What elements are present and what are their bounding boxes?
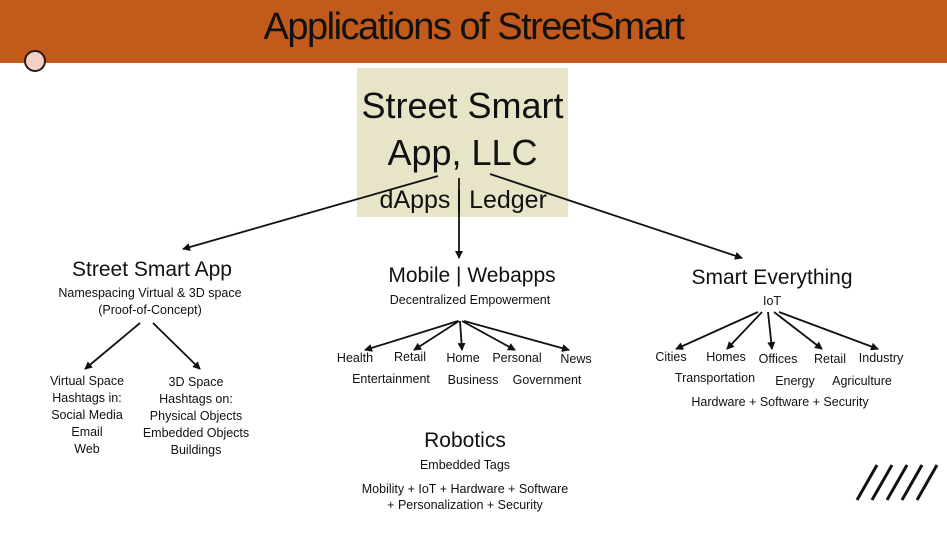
virtual-item: Email [71, 425, 103, 439]
branch-app-desc2: (Proof-of-Concept) [98, 303, 202, 317]
branch-app-desc1: Namespacing Virtual & 3D space [58, 286, 242, 300]
root-sub-dapps: dApps [379, 186, 451, 214]
smart-item: Energy [775, 374, 815, 388]
arrow-mobile-to-retail [413, 320, 460, 351]
mobile-item: Business [447, 373, 499, 387]
arrow-app-to-virtual [84, 322, 141, 370]
robotics-title: Robotics [424, 429, 506, 452]
space-3d-item: Embedded Objects [142, 426, 250, 440]
root-sub-ledger: Ledger [469, 186, 547, 214]
arrow-smart-to-industry [778, 311, 879, 351]
arrow-mobile-to-home [457, 320, 466, 351]
root-title-line2: App, LLC [387, 132, 538, 173]
robotics-line2: + Personalization + Security [387, 498, 543, 512]
virtual-space-hashtags: Hashtags in: [52, 391, 122, 405]
arrow-smart-to-offices [767, 311, 776, 350]
robotics-desc: Embedded Tags [419, 458, 511, 472]
arrow-smart-to-retail [773, 311, 823, 350]
smart-item: Industry [858, 351, 904, 365]
space-3d-item: Buildings [170, 443, 222, 457]
arrow-smart-to-cities [675, 311, 759, 350]
arrow-mobile-to-personal [461, 320, 516, 351]
space-3d-label: 3D Space [168, 375, 224, 389]
title-bar: Applications of StreetSmart [0, 0, 947, 63]
smart-item: Cities [655, 350, 687, 364]
smart-item: Retail [814, 352, 846, 366]
root-node-box [357, 68, 568, 217]
arrow-root-to-smart [489, 173, 743, 260]
space-3d-hashtags: Hashtags on: [159, 392, 233, 406]
virtual-space-label: Virtual Space [49, 374, 125, 388]
mobile-item: Personal [492, 351, 542, 365]
arrow-root-to-app [182, 175, 439, 251]
smart-item: Transportation [674, 371, 756, 385]
mobile-item: Government [512, 373, 582, 387]
branch-smart-desc: IoT [762, 294, 782, 308]
smart-item: Agriculture [832, 374, 892, 388]
diagonal-stripes-icon [855, 464, 939, 501]
branch-mobile-desc: Decentralized Empowerment [389, 293, 551, 307]
space-3d-item: Physical Objects [149, 409, 243, 423]
mobile-item: Home [446, 351, 480, 365]
smart-item: Offices [758, 352, 798, 366]
page-title: Applications of StreetSmart [263, 6, 685, 48]
virtual-item: Web [74, 442, 100, 456]
circle-icon [24, 50, 46, 72]
virtual-item: Social Media [51, 408, 123, 422]
robotics-line1: Mobility + IoT + Hardware + Software [361, 482, 569, 496]
mobile-item: News [560, 352, 592, 366]
arrow-app-to-3d [152, 322, 201, 370]
smart-item: Homes [706, 350, 746, 364]
branch-smart-title: Smart Everything [691, 266, 853, 289]
arrow-mobile-to-health [364, 320, 459, 352]
mobile-item: Health [336, 351, 374, 365]
branch-mobile-title: Mobile | Webapps [388, 264, 556, 287]
mobile-item: Entertainment [352, 372, 430, 386]
arrow-mobile-to-news [463, 320, 570, 352]
arrow-smart-to-homes [726, 311, 763, 350]
branch-app-title: Street Smart App [72, 258, 232, 281]
root-title-line1: Street Smart [361, 85, 564, 126]
mobile-item: Retail [394, 350, 426, 364]
smart-item: Hardware + Software + Security [691, 395, 869, 409]
